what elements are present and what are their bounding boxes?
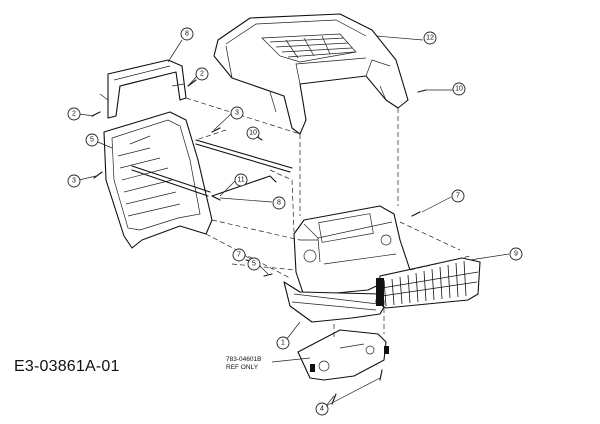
assembly-lines <box>185 97 471 338</box>
leader-lines <box>78 35 510 407</box>
front-grille <box>375 257 481 309</box>
callout-9: 9 <box>509 247 523 261</box>
callout-3-right: 3 <box>230 106 244 120</box>
callout-12: 12 <box>423 31 437 45</box>
callout-label: 3 <box>235 110 239 117</box>
callout-4: 4 <box>315 402 329 416</box>
callout-2-top: 2 <box>195 67 209 81</box>
dash-panel <box>103 111 213 249</box>
callout-3-left: 3 <box>67 174 81 188</box>
callout-label: 10 <box>249 130 257 137</box>
hood <box>213 13 409 135</box>
callout-5-mid: 5 <box>247 257 261 271</box>
grille-end-cap <box>376 278 384 306</box>
mounting-bracket <box>297 329 389 381</box>
callout-label: 8 <box>185 31 189 38</box>
callout-label: 10 <box>455 86 463 93</box>
support-rods <box>131 139 293 197</box>
callout-label: 7 <box>237 252 241 259</box>
callout-label: 12 <box>426 35 434 42</box>
callout-7-left: 7 <box>232 248 246 262</box>
reference-part-number: 783-04601B <box>226 356 261 363</box>
callout-10-right: 10 <box>452 82 466 96</box>
callout-label: 2 <box>200 71 204 78</box>
callout-label: 5 <box>252 261 256 268</box>
callout-label: 7 <box>456 193 460 200</box>
callout-label: 11 <box>237 177 244 184</box>
bumper <box>283 281 389 323</box>
drawing-number: E3-03861A-01 <box>14 358 120 375</box>
callout-7-right: 7 <box>451 189 465 203</box>
callout-8-mid: 8 <box>272 196 286 210</box>
callout-label: 9 <box>514 251 518 258</box>
callout-1: 1 <box>276 336 290 350</box>
hood-vent <box>261 33 357 63</box>
callout-5-left: 5 <box>85 133 99 147</box>
callout-8-top: 8 <box>180 27 194 41</box>
front-housing <box>293 205 411 297</box>
hinge-bracket <box>99 59 187 119</box>
reference-note: REF ONLY <box>226 364 259 371</box>
callout-label: 4 <box>320 406 324 413</box>
callout-label: 3 <box>72 178 76 185</box>
callout-label: 8 <box>277 200 281 207</box>
callout-label: 5 <box>90 137 94 144</box>
callout-label: 1 <box>281 340 285 347</box>
callout-label: 2 <box>72 111 76 118</box>
callout-11: 11 <box>234 173 248 187</box>
callout-2-left: 2 <box>67 107 81 121</box>
callout-10-left: 10 <box>246 126 260 140</box>
